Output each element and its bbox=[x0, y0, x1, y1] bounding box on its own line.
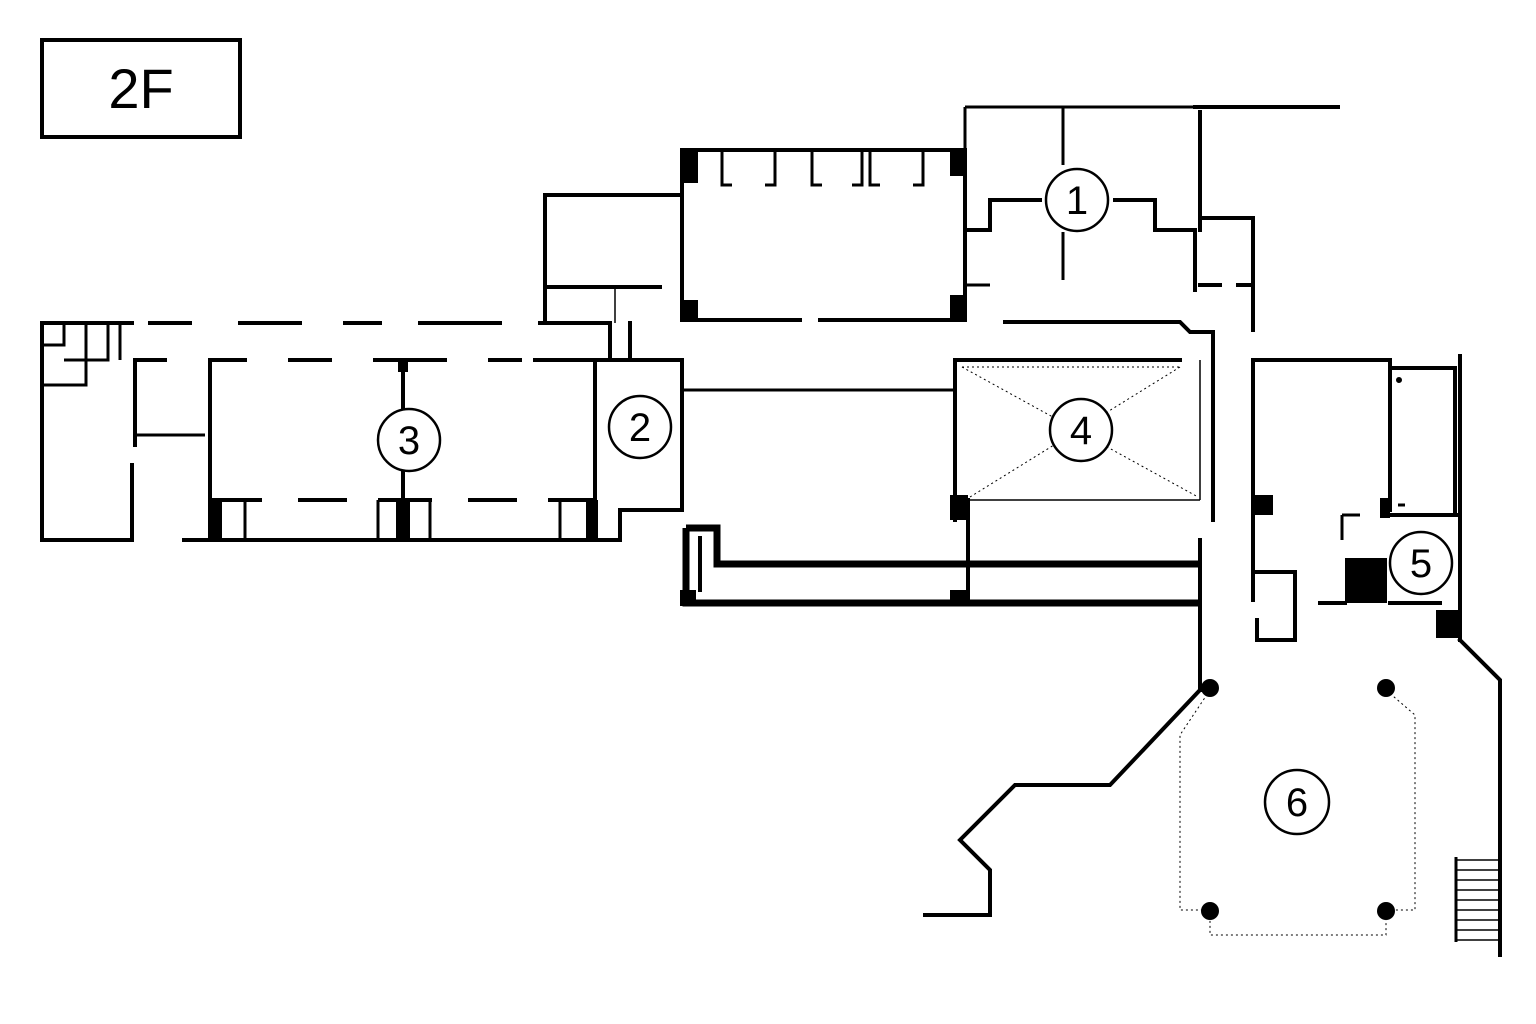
west-wing-walls bbox=[40, 321, 662, 542]
floor-label-text: 2F bbox=[108, 57, 173, 120]
room-marker-4: 4 bbox=[1048, 397, 1114, 463]
room-number-1: 1 bbox=[1066, 179, 1088, 223]
room-number-3: 3 bbox=[398, 419, 420, 463]
central-block-walls bbox=[680, 320, 1215, 692]
room-number-5: 5 bbox=[1410, 542, 1432, 586]
entrance-hall-walls bbox=[923, 637, 1502, 957]
east-block-walls bbox=[1251, 354, 1462, 642]
room-1-walls bbox=[963, 105, 1340, 332]
room-number-2: 2 bbox=[629, 406, 651, 450]
room-marker-6: 6 bbox=[1263, 768, 1331, 836]
room-marker-5: 5 bbox=[1388, 530, 1454, 596]
floor-label-box bbox=[40, 38, 242, 139]
room-marker-1: 1 bbox=[1044, 167, 1110, 233]
room-number-6: 6 bbox=[1286, 781, 1308, 825]
room-number-4: 4 bbox=[1070, 409, 1092, 453]
north-block-walls bbox=[543, 148, 967, 362]
room-marker-2: 2 bbox=[607, 394, 673, 460]
link-block-walls bbox=[593, 358, 684, 542]
floor-label: 2F bbox=[40, 38, 242, 139]
room-marker-3: 3 bbox=[376, 407, 442, 473]
